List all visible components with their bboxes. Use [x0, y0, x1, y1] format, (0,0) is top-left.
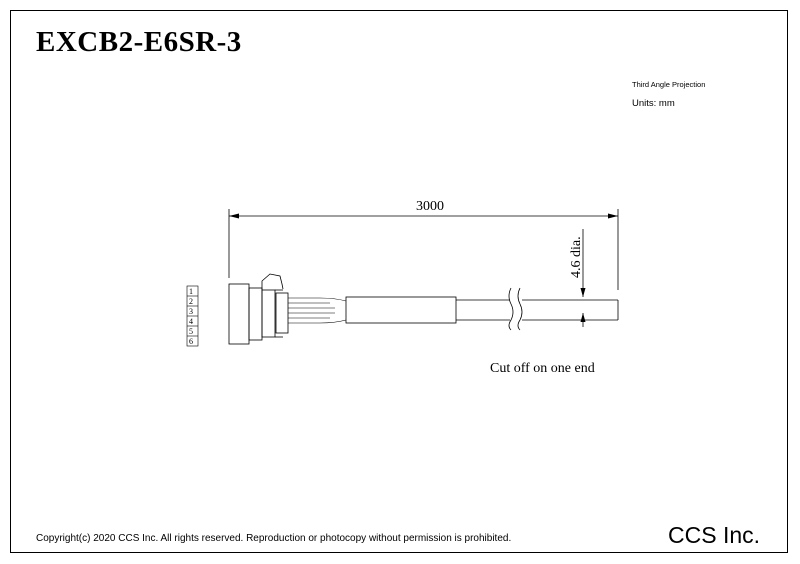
drawing-title: EXCB2-E6SR-3 — [36, 26, 242, 58]
copyright-notice: Copyright(c) 2020 CCS Inc. All rights re… — [36, 533, 512, 544]
connector-terminal-block — [275, 292, 289, 334]
arrow-right — [608, 213, 618, 219]
pin-number: 2 — [189, 297, 193, 306]
pin-number: 1 — [189, 287, 193, 296]
wires — [288, 297, 347, 324]
connector-rear — [261, 289, 276, 338]
pin-number: 5 — [189, 327, 193, 336]
break-mark-left — [508, 287, 514, 331]
cable-jacket — [456, 287, 619, 331]
arrow-left — [229, 213, 239, 219]
diameter-label: 4.6 dia. — [569, 236, 584, 278]
connector-body — [248, 287, 263, 341]
projection-label: Third Angle Projection — [632, 80, 706, 89]
units-label: Units: mm — [632, 98, 675, 109]
cut-off-note: Cut off on one end — [490, 361, 595, 376]
pin-number: 3 — [189, 307, 193, 316]
connector-housing — [228, 283, 250, 345]
length-dimension — [228, 209, 619, 290]
pin-table — [186, 285, 199, 347]
break-mark-right — [517, 287, 523, 331]
heat-shrink-sleeve — [345, 296, 457, 324]
connector — [228, 273, 289, 345]
pin-number: 6 — [189, 337, 193, 346]
connector-latch — [261, 273, 284, 290]
drawing-border — [10, 10, 788, 553]
diameter-arrow-top — [580, 288, 586, 297]
pin-number: 4 — [189, 317, 193, 326]
diameter-arrow-bottom — [580, 313, 586, 322]
company-name: CCS Inc. — [668, 522, 761, 548]
length-label: 3000 — [416, 199, 444, 214]
